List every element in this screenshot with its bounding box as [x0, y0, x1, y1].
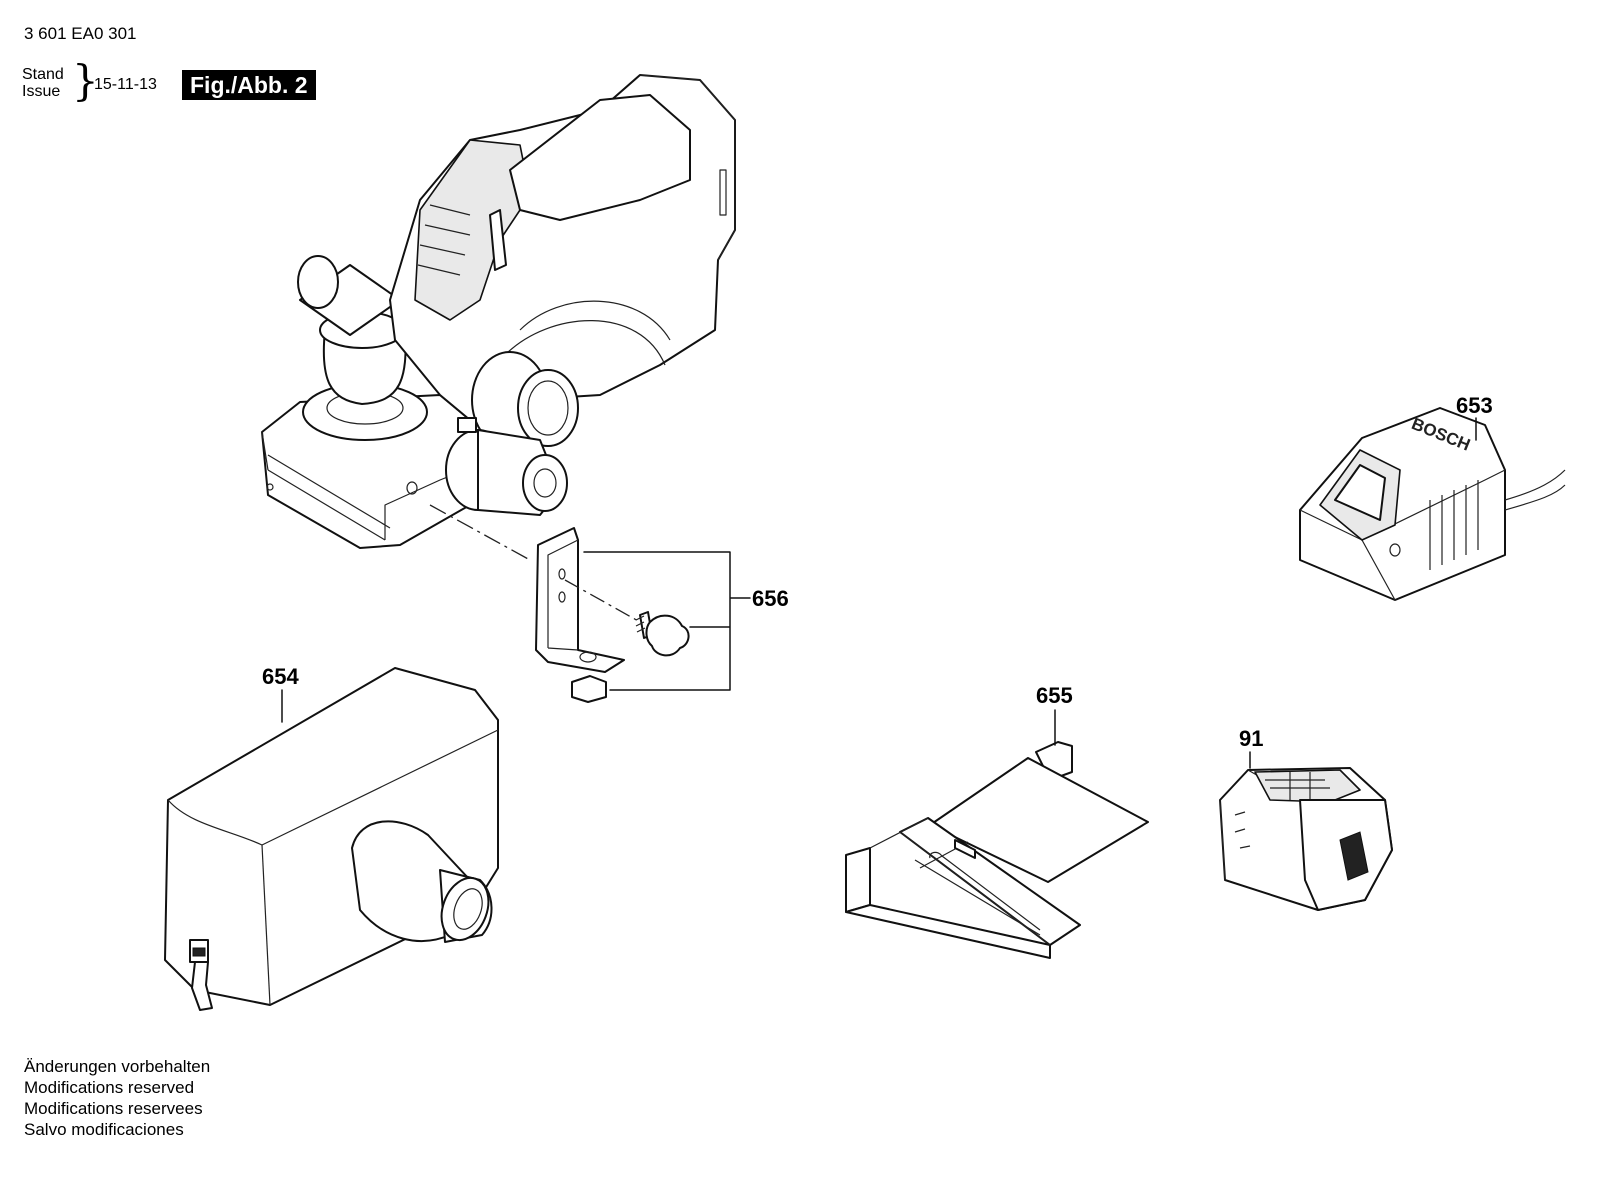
- notice-es: Salvo modificaciones: [24, 1120, 184, 1139]
- figure-label: Fig./Abb. 2: [182, 70, 316, 100]
- callout-91: 91: [1239, 726, 1264, 751]
- dust-bag-654-illustration: [164, 667, 499, 1011]
- planer-body-illustration: [261, 74, 736, 549]
- stand-issue-labels: Stand Issue: [22, 66, 64, 100]
- issue-date: 15-11-13: [94, 76, 157, 93]
- callout-655: 655: [1036, 683, 1073, 708]
- bracket-656-illustration: [535, 527, 690, 703]
- callout-653: 653: [1456, 393, 1493, 418]
- callout-656-leader: [583, 551, 751, 691]
- notice-de: Änderungen vorbehalten: [24, 1057, 211, 1076]
- fence-655-illustration: [845, 741, 1149, 959]
- callout-654: 654: [262, 664, 299, 689]
- charger-653-illustration: BOSCH: [1299, 407, 1566, 601]
- document-number: 3 601 EA0 301: [24, 24, 137, 43]
- modifications-notice: Änderungen vorbehalten Modifications res…: [24, 1056, 210, 1140]
- stand-label: Stand: [22, 66, 64, 83]
- assembly-axis-line: [429, 504, 531, 561]
- battery-91-illustration: [1219, 767, 1393, 911]
- notice-fr: Modifications reservees: [24, 1099, 203, 1118]
- issue-label: Issue: [22, 83, 61, 100]
- brace-glyph: }: [72, 56, 99, 105]
- notice-en: Modifications reserved: [24, 1078, 195, 1097]
- callout-656: 656: [752, 586, 789, 611]
